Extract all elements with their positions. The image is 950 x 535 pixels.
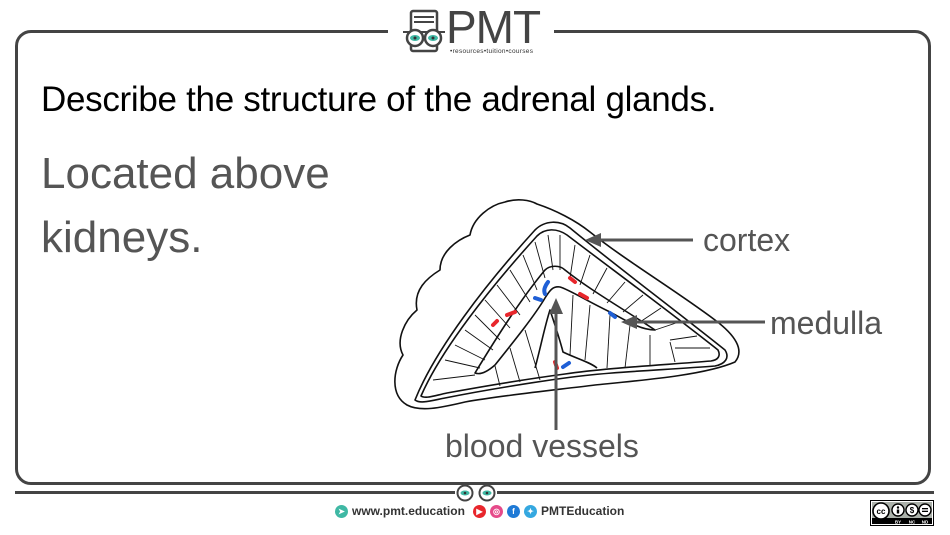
svg-text:$: $	[910, 506, 915, 515]
pmt-logo: PMT •resources•tuition•courses	[402, 2, 552, 62]
label-blood-vessels: blood vessels	[445, 428, 639, 464]
svg-text:NC: NC	[909, 520, 916, 525]
logo-tagline: •resources•tuition•courses	[450, 48, 534, 55]
cursor-icon: ➤	[335, 504, 348, 518]
label-medulla: medulla	[770, 305, 883, 341]
answer-text: Located above kidneys.	[41, 142, 401, 270]
website-text[interactable]: www.pmt.education	[352, 504, 465, 518]
medulla-outline	[474, 265, 656, 375]
logo-brand-text: PMT	[446, 1, 541, 53]
nc-icon	[905, 503, 919, 517]
book-glasses-icon	[403, 9, 445, 53]
answer-line-2: kidneys.	[41, 213, 203, 262]
cc-icon	[872, 502, 890, 520]
capsule-outline	[394, 199, 740, 410]
twitter-icon[interactable]: ✦	[524, 504, 537, 518]
label-cortex: cortex	[703, 222, 791, 258]
svg-text:BY: BY	[895, 520, 901, 525]
nd-icon	[918, 503, 932, 517]
adrenal-gland-diagram	[394, 199, 765, 430]
footer-divider-left	[15, 491, 455, 494]
svg-text:ND: ND	[922, 520, 929, 525]
footer-divider-right	[497, 491, 934, 494]
facebook-icon[interactable]: f	[507, 504, 520, 518]
social-handle[interactable]: PMTEducation	[541, 504, 625, 518]
footer-social: ▶ ◎ f ✦ PMTEducation	[473, 504, 624, 518]
question-heading: Describe the structure of the adrenal gl…	[41, 80, 717, 119]
cc-license-badge: cc $ BY NC ND	[870, 500, 934, 526]
glasses-icon	[456, 484, 496, 502]
svg-text:cc: cc	[877, 507, 886, 516]
youtube-icon[interactable]: ▶	[473, 504, 486, 518]
instagram-icon[interactable]: ◎	[490, 504, 503, 518]
answer-line-1: Located above	[41, 149, 330, 198]
footer-website-link[interactable]: ➤ www.pmt.education	[335, 504, 465, 518]
